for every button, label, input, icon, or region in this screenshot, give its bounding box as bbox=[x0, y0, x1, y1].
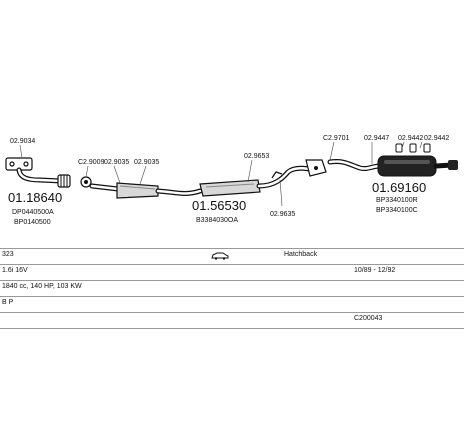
assembly-number: 01.18640 bbox=[8, 190, 62, 205]
part-label: C2.9701 bbox=[323, 135, 350, 142]
hanger-small bbox=[271, 171, 283, 179]
info-row-catalog: C200043 bbox=[0, 313, 464, 329]
rear-muffler bbox=[377, 155, 437, 177]
info-row-spec: 1840 cc, 140 HP, 103 KW bbox=[0, 281, 464, 297]
oe-number: B3384030OA bbox=[196, 217, 238, 224]
catalog-number: C200043 bbox=[354, 315, 383, 322]
info-row-code: B P bbox=[0, 297, 464, 313]
front-flange-hole-right bbox=[23, 161, 29, 167]
spec-text: 1840 cc, 140 HP, 103 KW bbox=[2, 283, 82, 290]
assembly-number: 01.69160 bbox=[372, 180, 426, 195]
front-silencer bbox=[116, 182, 159, 199]
hatchback-car-icon bbox=[211, 252, 229, 260]
exhaust-system-diagram: 02.9034 C2.9009 02.9035 02.9035 02.9653 … bbox=[5, 135, 458, 226]
body-type-text: Hatchback bbox=[284, 251, 318, 258]
model-text: 323 bbox=[2, 251, 14, 258]
part-label: C2.9009 bbox=[78, 159, 105, 166]
tailpipe-tip bbox=[448, 160, 458, 170]
part-label: 02.9442 bbox=[398, 135, 423, 142]
rear-hangers bbox=[395, 143, 431, 153]
oe-number: BP3340100R bbox=[376, 197, 418, 204]
part-label: 02.9034 bbox=[10, 138, 35, 145]
vehicle-info-table: 323 Hatchback 1.6i 16V 10/89 - 12/92 184… bbox=[0, 248, 464, 329]
clamp-part bbox=[80, 176, 92, 188]
info-row-model: 323 Hatchback bbox=[0, 248, 464, 265]
leader-lines bbox=[19, 141, 423, 207]
bracket-part bbox=[305, 159, 327, 177]
center-silencer bbox=[199, 179, 261, 197]
part-label: 02.9447 bbox=[364, 135, 389, 142]
part-label: 02.9653 bbox=[244, 153, 269, 160]
oe-number: DP0440500A bbox=[12, 209, 54, 216]
front-flange-hole-left bbox=[9, 161, 15, 167]
info-row-engine: 1.6i 16V 10/89 - 12/92 bbox=[0, 265, 464, 281]
part-label: 02.9035 bbox=[134, 159, 159, 166]
part-label: 02.9635 bbox=[270, 211, 295, 218]
part-label: 02.9442 bbox=[424, 135, 449, 142]
code-text: B P bbox=[2, 299, 14, 306]
part-label: 02.9035 bbox=[104, 159, 129, 166]
engine-text: 1.6i 16V bbox=[2, 267, 28, 274]
years-text: 10/89 - 12/92 bbox=[354, 267, 396, 274]
assembly-number: 01.56530 bbox=[192, 198, 246, 213]
front-flange-group bbox=[5, 157, 33, 171]
oe-number: BP3340100C bbox=[376, 207, 418, 214]
oe-number: BP0140500 bbox=[14, 219, 51, 226]
